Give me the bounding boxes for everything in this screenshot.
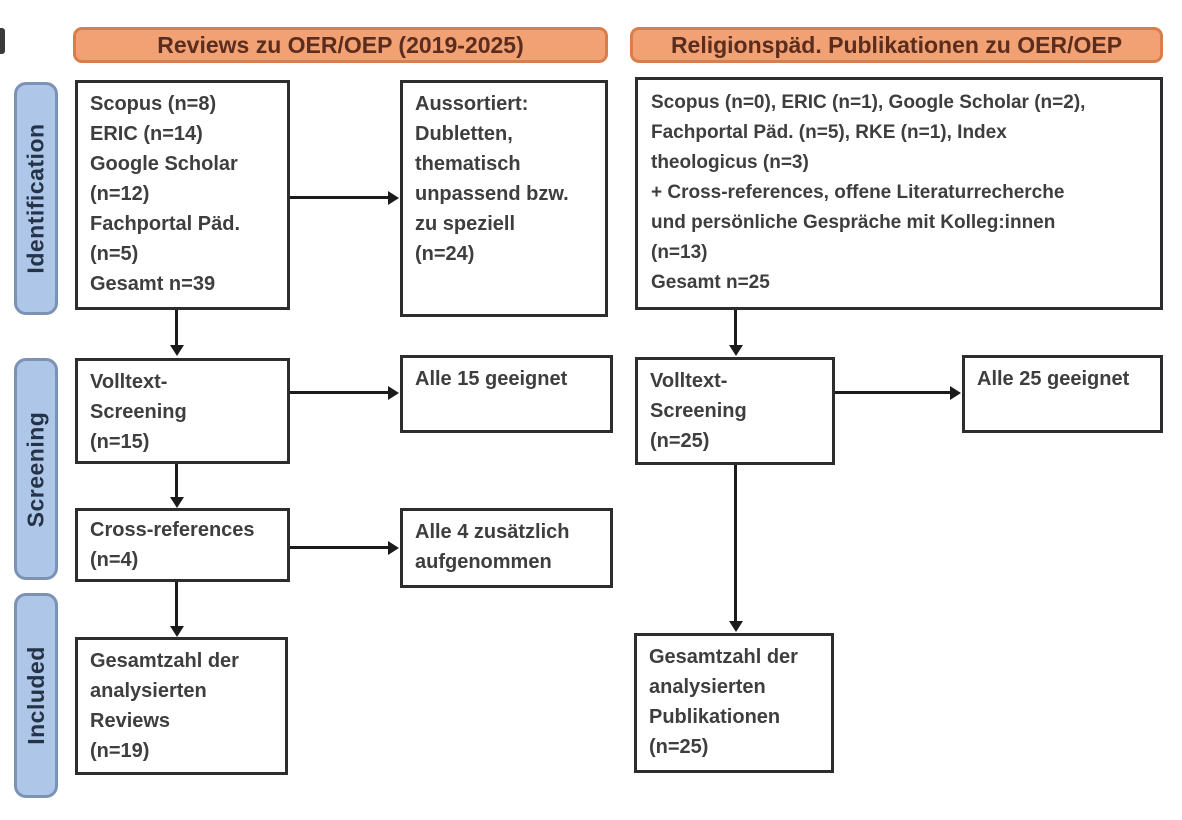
- box-left-excluded: Aussortiert: Dubletten, thematisch unpas…: [400, 80, 608, 317]
- arrow-left-crossref-to-included: [175, 582, 178, 627]
- column-header-reviews: Reviews zu OER/OEP (2019-2025): [73, 27, 608, 63]
- arrow-right-screening-to-included: [734, 465, 737, 622]
- box-left-included: Gesamtzahl der analysierten Reviews (n=1…: [75, 637, 288, 775]
- stage-label-identification-text: Identification: [22, 123, 49, 274]
- stage-label-screening-text: Screening: [22, 411, 49, 527]
- stage-label-screening: Screening: [14, 358, 58, 580]
- arrow-left-identification-to-screening: [175, 310, 178, 346]
- arrow-left-screening-to-crossref: [175, 464, 178, 498]
- stage-label-included-text: Included: [22, 646, 49, 745]
- box-left-screening-result: Alle 15 geeignet: [400, 355, 613, 433]
- column-header-religionspaed: Religionspäd. Publikationen zu OER/OEP: [630, 27, 1163, 63]
- arrow-right-identification-to-screening: [734, 310, 737, 346]
- arrow-left-screening-to-result: [290, 391, 389, 394]
- arrow-left-crossref-to-result: [290, 546, 389, 549]
- box-left-crossref: Cross-references (n=4): [75, 508, 290, 582]
- arrow-left-identification-to-excluded: [290, 196, 389, 199]
- stage-label-identification: Identification: [14, 82, 58, 315]
- box-right-screening-result: Alle 25 geeignet: [962, 355, 1163, 433]
- stage-label-included: Included: [14, 593, 58, 798]
- box-left-identification: Scopus (n=8) ERIC (n=14) Google Scholar …: [75, 80, 290, 310]
- box-right-identification: Scopus (n=0), ERIC (n=1), Google Scholar…: [635, 77, 1163, 310]
- box-left-crossref-result: Alle 4 zusätzlich aufgenommen: [400, 508, 613, 588]
- box-right-screening: Volltext- Screening (n=25): [635, 357, 835, 465]
- box-left-screening: Volltext- Screening (n=15): [75, 358, 290, 464]
- scan-edge-artifact: [0, 28, 5, 54]
- box-right-included: Gesamtzahl der analysierten Publikatione…: [634, 633, 834, 773]
- arrow-right-screening-to-result: [835, 391, 951, 394]
